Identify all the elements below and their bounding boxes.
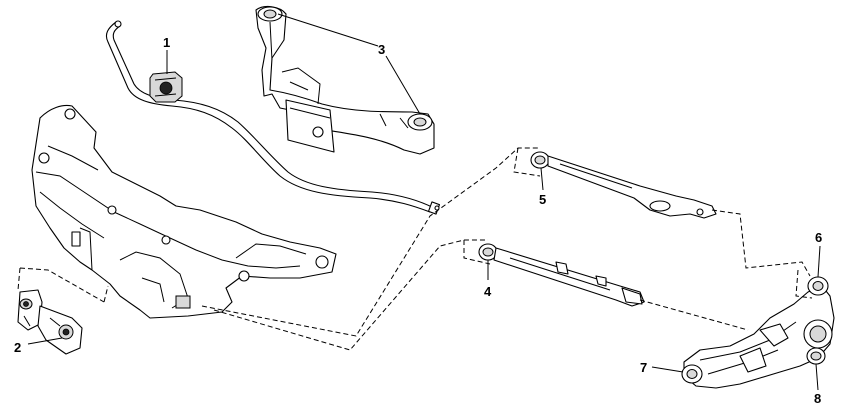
callout-3: 3 bbox=[378, 42, 385, 57]
knuckle-upper-bushing bbox=[807, 276, 829, 296]
upper-control-arm bbox=[255, 5, 435, 155]
callout-4: 4 bbox=[484, 284, 492, 299]
callout-7: 7 bbox=[640, 360, 647, 375]
callout-labels: 1 2 3 4 5 6 7 8 bbox=[14, 35, 822, 406]
subframe-mount-bushing bbox=[17, 289, 83, 355]
callout-2: 2 bbox=[14, 340, 21, 355]
stabilizer-bushing bbox=[149, 71, 183, 103]
callout-8: 8 bbox=[814, 391, 821, 406]
assembly-dashed-lines bbox=[17, 147, 813, 351]
callout-5: 5 bbox=[539, 192, 546, 207]
callout-1: 1 bbox=[163, 35, 170, 50]
callout-6: 6 bbox=[815, 230, 822, 245]
knuckle-lower-bushing bbox=[806, 347, 826, 365]
rear-knuckle bbox=[683, 285, 835, 389]
front-lateral-link bbox=[530, 151, 717, 219]
trailing-arm-front-bushing bbox=[681, 364, 703, 384]
lower-rear-link bbox=[478, 243, 645, 307]
callout-leaders bbox=[27, 13, 821, 391]
rear-subframe bbox=[31, 104, 337, 319]
